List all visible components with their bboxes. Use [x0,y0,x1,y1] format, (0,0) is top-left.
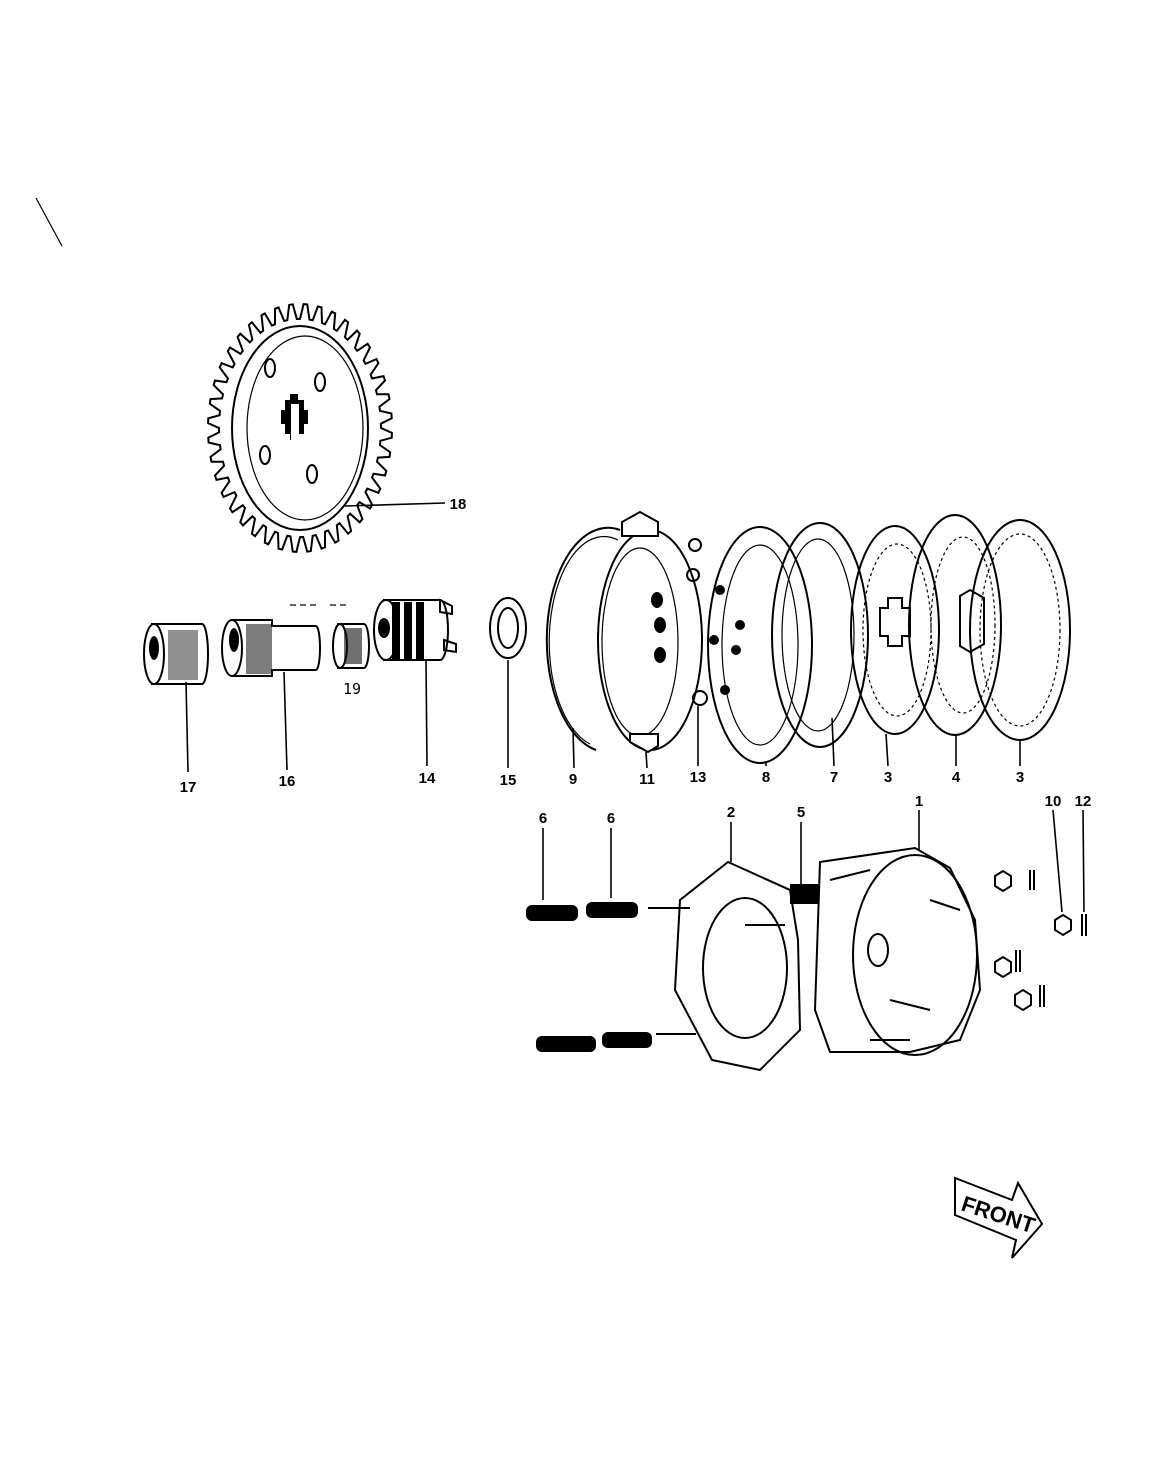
part-3-friction-plate-a [850,525,940,735]
callout-3b: 3 [1016,769,1024,786]
callout-11: 11 [639,771,655,788]
part-18-primary-gear [207,303,393,553]
callout-6b: 6 [607,810,615,827]
part-2-spring-plate [648,860,802,1072]
callout-19: 19 [343,680,361,698]
leader-16 [283,671,288,771]
leader-7 [831,717,835,767]
callout-15: 15 [500,772,517,789]
callout-18: 18 [450,496,467,513]
part-8-friction-plate [707,526,813,764]
part-14-clutch-hub-gear [373,598,457,661]
callout-6a: 6 [539,810,547,827]
part-16-sleeve [221,619,321,677]
callout-10: 10 [1045,793,1062,810]
part-1-clutch-housing [813,846,982,1056]
callout-3a: 3 [884,769,892,786]
part-7-steel-plate [771,522,869,748]
part-6-springs [526,902,652,1052]
front-direction-arrow: FRONT [954,1176,1044,1259]
callout-9: 9 [569,771,577,788]
part-13-steel-balls [686,538,708,706]
part-15-thrust-washer [489,597,527,659]
leader-18 [344,502,446,507]
part-9-circlip [545,526,621,751]
part-17-bushing [143,623,209,685]
callout-1: 1 [915,793,923,810]
callout-8: 8 [762,769,770,786]
callout-16: 16 [279,773,296,790]
callout-17: 17 [180,779,197,796]
part-12-cotter-pins [1015,870,1087,1007]
part-10-nuts [994,869,1072,1012]
part-11-pressure-plate [597,510,703,754]
callout-7: 7 [830,769,838,786]
part-19-needle-bearing [290,604,370,669]
leader-11 [645,751,648,769]
callout-14: 14 [419,770,436,787]
leader-12 [1082,809,1085,913]
scan-mark [35,197,63,247]
leader-3a [885,733,889,767]
callout-12: 12 [1075,793,1092,810]
leader-14 [425,659,428,767]
callout-13: 13 [690,769,707,786]
callout-5: 5 [797,804,805,821]
callout-2: 2 [727,804,735,821]
leader-9 [572,727,575,769]
leader-10 [1052,809,1063,913]
callout-4: 4 [952,769,961,786]
leader-17 [185,681,189,773]
